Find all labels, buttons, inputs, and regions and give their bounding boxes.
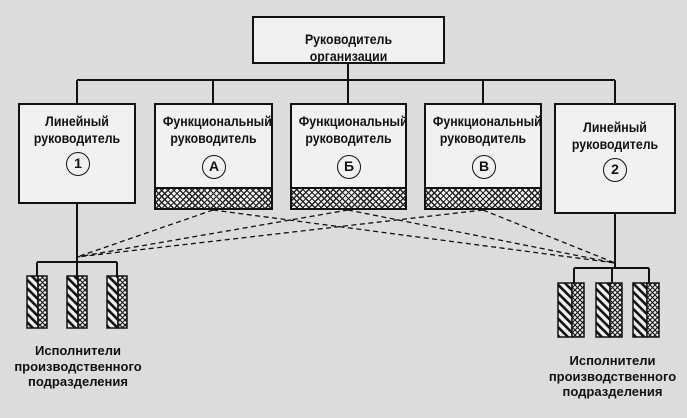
- performer-2-1: [557, 282, 585, 338]
- performer-group-2: [557, 282, 660, 338]
- performer-2-2: [595, 282, 623, 338]
- functional-links: [76, 209, 616, 264]
- line-manager-1-badge: 1: [66, 152, 90, 176]
- functional-manager-b-badge: Б: [337, 155, 361, 179]
- root-manager-box: Руководитель организации: [252, 16, 445, 64]
- performer-1-2: [66, 275, 88, 329]
- functional-manager-b-hatch: [292, 187, 405, 208]
- functional-manager-a-hatch: [156, 187, 271, 208]
- performer-1-3: [106, 275, 128, 329]
- performer-1-1: [26, 275, 48, 329]
- unit-1-caption: Исполнители производственного подразделе…: [14, 343, 142, 389]
- functional-manager-a-badge: А: [202, 155, 226, 179]
- performer-group-1: [26, 275, 128, 329]
- performer-2-3: [632, 282, 660, 338]
- line-manager-2-badge: 2: [603, 158, 627, 182]
- functional-manager-v-hatch: [426, 187, 540, 208]
- functional-manager-v-badge: В: [472, 155, 496, 179]
- root-manager-label: Руководитель организации: [304, 31, 393, 64]
- unit-2-caption: Исполнители производственного подразделе…: [548, 353, 677, 399]
